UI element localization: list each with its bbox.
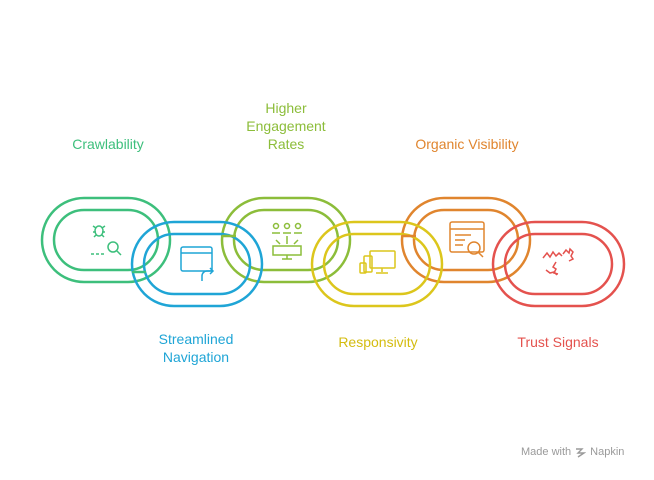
label-line: Rates (267, 136, 305, 152)
audience-screen-icon (272, 222, 302, 260)
link-organic-visibility (400, 196, 532, 284)
label-trust-signals: Trust Signals (517, 334, 599, 350)
handshake-icon (542, 247, 575, 276)
devices-icon (359, 250, 396, 274)
watermark-prefix: Made with (521, 446, 572, 458)
browser-redirect-icon (180, 246, 215, 281)
link-streamlined-navigation (130, 220, 264, 308)
label-line: Higher (265, 100, 307, 116)
bug-search-icon (91, 225, 122, 256)
link-higher-engagement (220, 196, 352, 284)
webpage-search-icon (449, 221, 485, 258)
watermark: Made with Napkin (521, 446, 624, 458)
label-responsivity: Responsivity (338, 334, 418, 350)
label-organic-visibility: Organic Visibility (415, 136, 519, 152)
label-line: Streamlined (158, 331, 234, 347)
link-trust-signals (491, 220, 626, 308)
label-line: Engagement (246, 118, 326, 134)
napkin-logo-icon (576, 447, 587, 458)
label-line: Navigation (162, 349, 230, 365)
label-crawlability: Crawlability (72, 136, 144, 152)
watermark-brand: Napkin (590, 446, 625, 458)
label-streamlined-navigation: Streamlined Navigation (159, 330, 234, 366)
link-crawlability (40, 196, 172, 284)
link-responsivity (310, 220, 444, 308)
label-higher-engagement-rates: Higher Engagement Rates (246, 99, 325, 153)
